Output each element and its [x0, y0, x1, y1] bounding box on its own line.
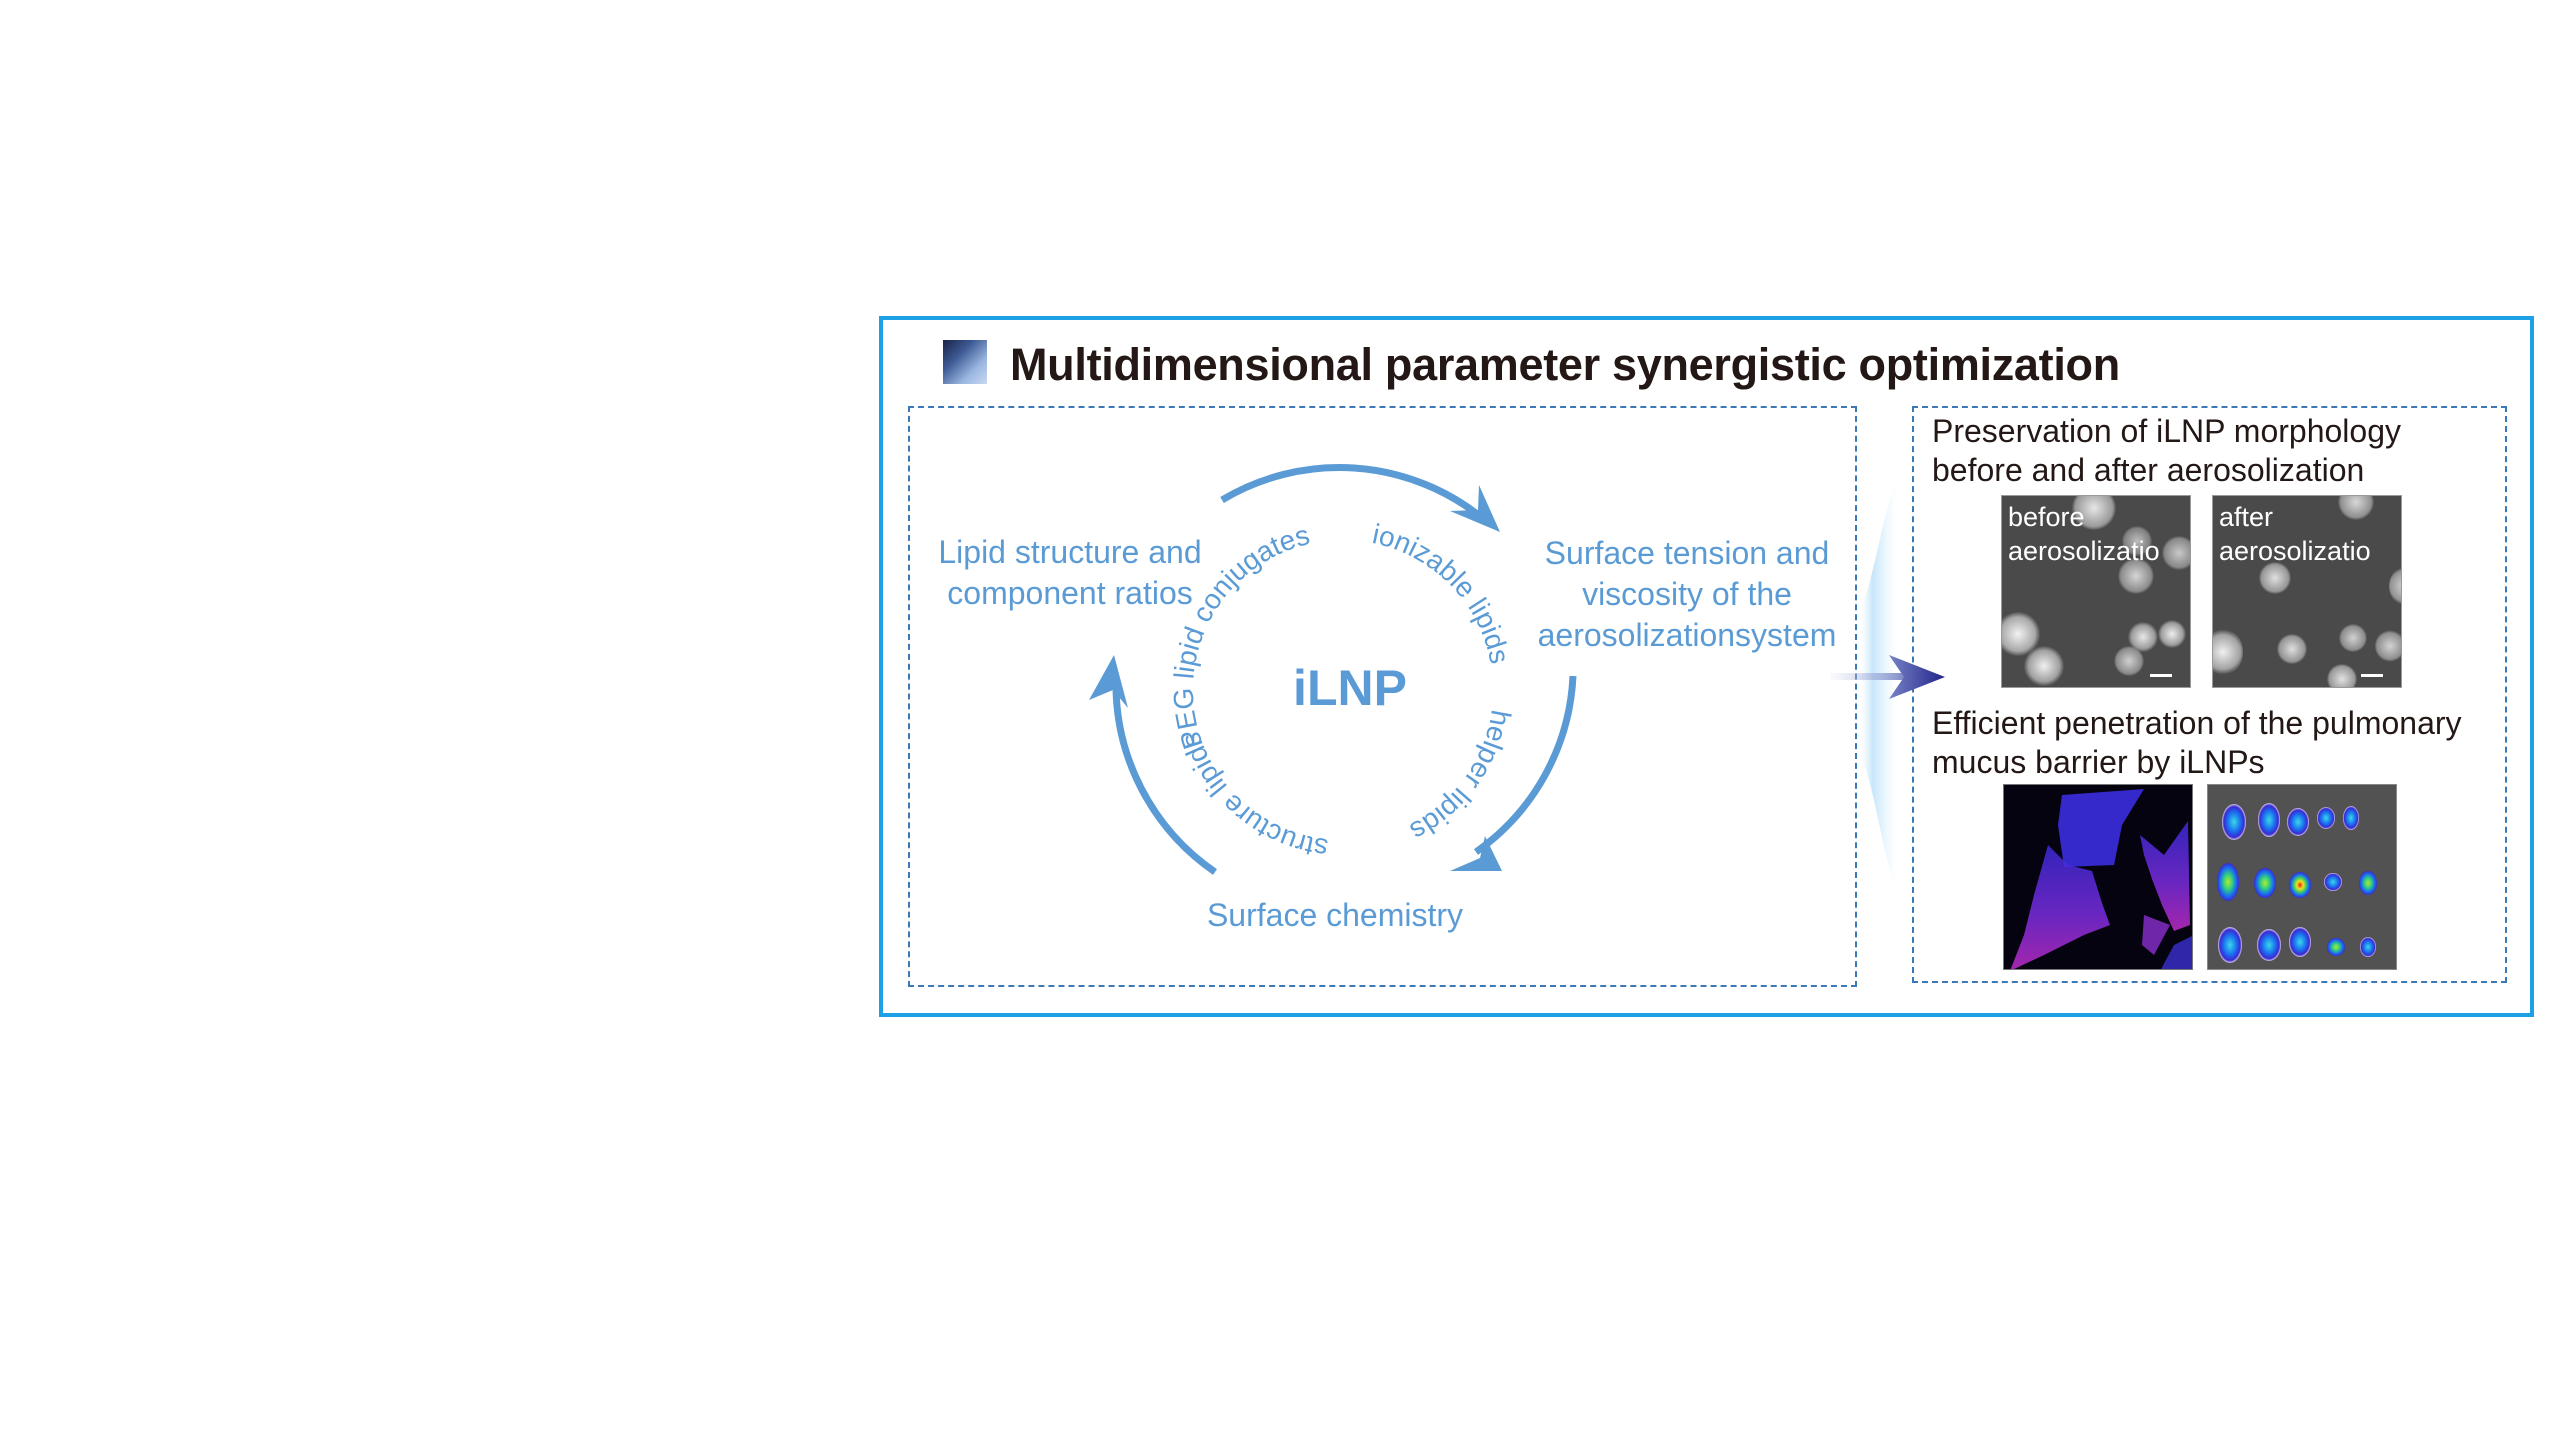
- node-surface-tension: Surface tension and viscosity of the aer…: [1517, 533, 1857, 656]
- node-lipid-structure-line1: Lipid structure and: [938, 534, 1202, 570]
- connector-arrow-shaft: [1830, 673, 1910, 680]
- ring-label-structure: structure lipids: [1175, 729, 1330, 865]
- node-lipid-structure: Lipid structure and component ratios: [900, 532, 1240, 614]
- node-lipid-structure-line2: component ratios: [947, 575, 1193, 611]
- connector-arrow-head: [1889, 655, 1945, 699]
- micrograph-after-label: after aerosolizatio: [2219, 500, 2371, 568]
- micrograph-before-label-line1: before: [2008, 502, 2085, 532]
- node-surface-tension-line3: aerosolizationsystem: [1537, 617, 1837, 653]
- figure-title: Multidimensional parameter synergistic o…: [1010, 339, 2120, 390]
- node-surface-chemistry: Surface chemistry: [1206, 897, 1464, 933]
- ring-label-helper: helper lipids: [1405, 708, 1516, 848]
- funnel-shape: [1858, 470, 1900, 900]
- center-label-ilnp: iLNP: [1293, 660, 1407, 716]
- organ-row-3: [2218, 927, 2376, 963]
- scale-bar: [2361, 674, 2383, 677]
- outer-frame: [879, 316, 2534, 1017]
- node-surface-tension-line2: viscosity of the: [1582, 576, 1792, 612]
- organ-row-1: [2222, 803, 2359, 840]
- ring-label-ionizable: ionizable lipids: [1370, 518, 1516, 666]
- lung-tissue-shapes: [2010, 789, 2192, 969]
- cycle-arrowhead-left: [1089, 655, 1128, 708]
- cycle-arrow-right: [1473, 675, 1577, 855]
- section2-heading-line2: mucus barrier by iLNPs: [1932, 744, 2265, 780]
- gradient-square-icon: [943, 340, 987, 384]
- lung-tissue-image: [2003, 784, 2193, 970]
- section2-heading-line1: Efficient penetration of the pulmonary: [1932, 705, 2462, 741]
- cycle-arrow-top: [1220, 464, 1484, 520]
- micrograph-after: after aerosolizatio: [2212, 495, 2402, 688]
- micrograph-before-label-line2: aerosolizatio: [2008, 536, 2160, 566]
- section1-heading-line2: before and after aerosolization: [1932, 452, 2365, 488]
- micrograph-after-label-line1: after: [2219, 502, 2274, 532]
- cycle-arrow-left: [1112, 679, 1217, 875]
- organ-bioluminescence-image: [2207, 784, 2397, 970]
- results-panel: [1912, 406, 2507, 983]
- node-surface-tension-line1: Surface tension and: [1544, 535, 1830, 571]
- section1-heading: Preservation of iLNP morphology before a…: [1932, 412, 2401, 490]
- cycle-arrowhead-right: [1450, 836, 1502, 871]
- section1-heading-line1: Preservation of iLNP morphology: [1932, 413, 2401, 449]
- cycle-panel: [908, 406, 1857, 987]
- micrograph-after-label-line2: aerosolizatio: [2219, 536, 2371, 566]
- micrograph-before: before aerosolizatio: [2001, 495, 2191, 688]
- organ-row-2: [2217, 863, 2377, 901]
- cycle-arrowhead-top: [1450, 485, 1500, 532]
- scale-bar: [2150, 674, 2172, 677]
- micrograph-before-label: before aerosolizatio: [2008, 500, 2160, 568]
- section2-heading: Efficient penetration of the pulmonary m…: [1932, 704, 2462, 782]
- organ-grid: [2217, 803, 2377, 963]
